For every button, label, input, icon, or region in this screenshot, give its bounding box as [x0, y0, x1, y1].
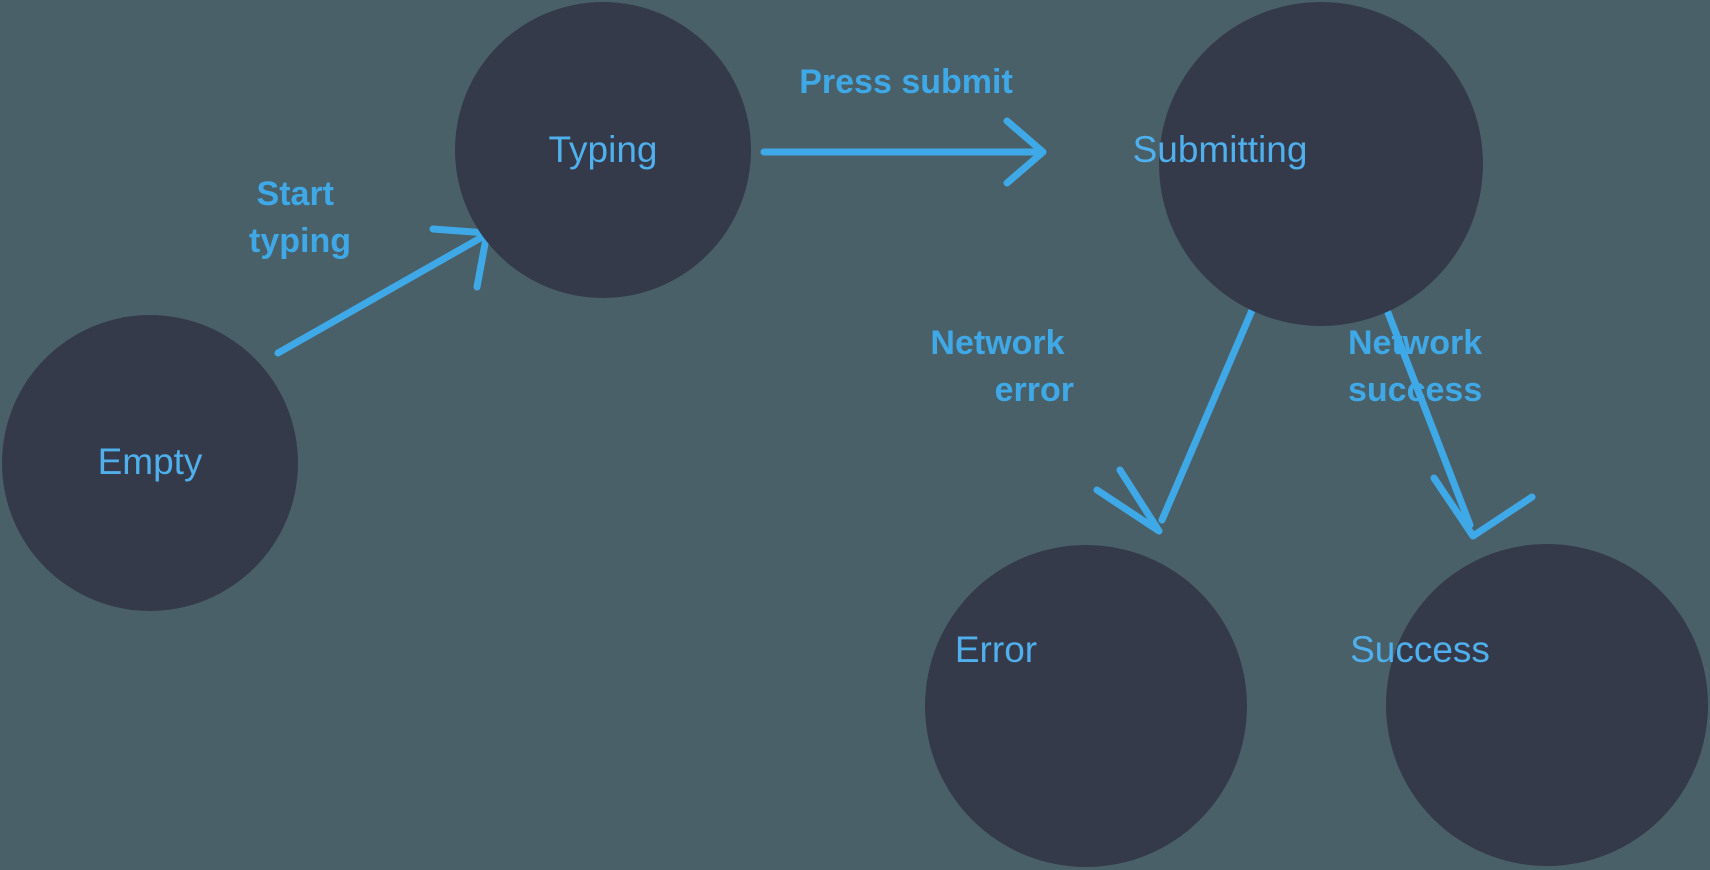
transition-line-submitting-to-success [1383, 306, 1474, 529]
state-node-typing[interactable]: Typing [455, 2, 751, 298]
state-label-success: Success [1350, 629, 1490, 670]
state-label-empty: Empty [98, 441, 203, 482]
state-circle-error [925, 545, 1247, 867]
transition-label-submitting-to-error: Network error [930, 324, 1074, 409]
transition-submitting-to-success[interactable]: Network success [1348, 306, 1536, 540]
transition-empty-to-typing[interactable]: Start typing [249, 175, 491, 357]
transition-label-empty-to-typing: Start typing [249, 175, 351, 260]
transition-typing-to-submitting[interactable]: Press submit [760, 63, 1047, 187]
transition-label-submitting-to-success: Network success [1348, 324, 1492, 409]
arrowhead-submitting-to-success [1430, 474, 1536, 540]
transition-label-typing-to-submitting: Press submit [799, 63, 1013, 101]
state-label-error: Error [955, 629, 1037, 670]
state-circle-empty [2, 315, 298, 611]
transition-line-submitting-to-error [1158, 304, 1257, 524]
arrowhead-typing-to-submitting [1003, 117, 1047, 187]
state-circle-submitting [1159, 2, 1483, 326]
state-node-empty[interactable]: Empty [2, 315, 298, 611]
state-label-submitting: Submitting [1133, 129, 1308, 170]
state-node-submitting[interactable]: Submitting [1133, 2, 1483, 326]
transition-submitting-to-error[interactable]: Network error [930, 304, 1257, 535]
state-node-success[interactable]: Success [1350, 544, 1708, 866]
state-circle-success [1386, 544, 1708, 866]
state-circle-typing [455, 2, 751, 298]
transition-line-empty-to-typing [274, 232, 488, 357]
state-node-error[interactable]: Error [925, 545, 1247, 867]
state-label-typing: Typing [548, 129, 657, 170]
arrowhead-submitting-to-error [1093, 466, 1163, 535]
